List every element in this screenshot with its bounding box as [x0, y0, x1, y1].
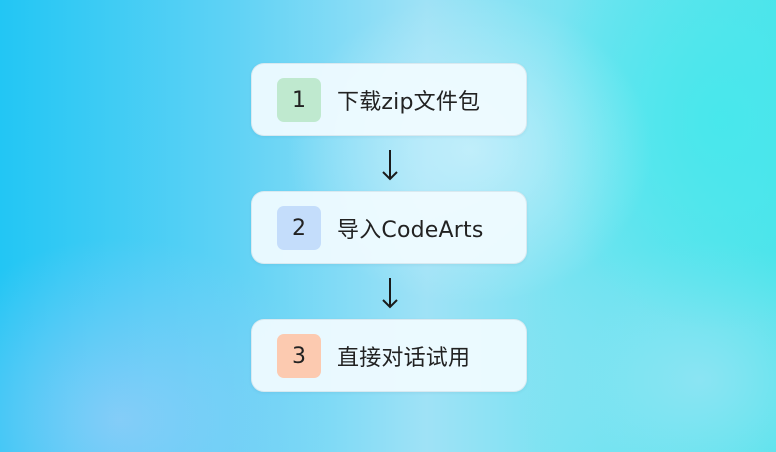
- step-number-badge: 2: [277, 206, 321, 250]
- step-card-3[interactable]: 3 直接对话试用: [251, 319, 527, 392]
- step-number-badge: 3: [277, 334, 321, 378]
- arrow-down-icon: [382, 278, 398, 309]
- step-number-badge: 1: [277, 78, 321, 122]
- step-label: 下载zip文件包: [337, 89, 481, 115]
- step-label: 直接对话试用: [337, 345, 471, 371]
- arrow-down-icon: [382, 150, 398, 181]
- step-card-1[interactable]: 1 下载zip文件包: [251, 63, 527, 136]
- step-label: 导入CodeArts: [337, 217, 484, 243]
- step-card-2[interactable]: 2 导入CodeArts: [251, 191, 527, 264]
